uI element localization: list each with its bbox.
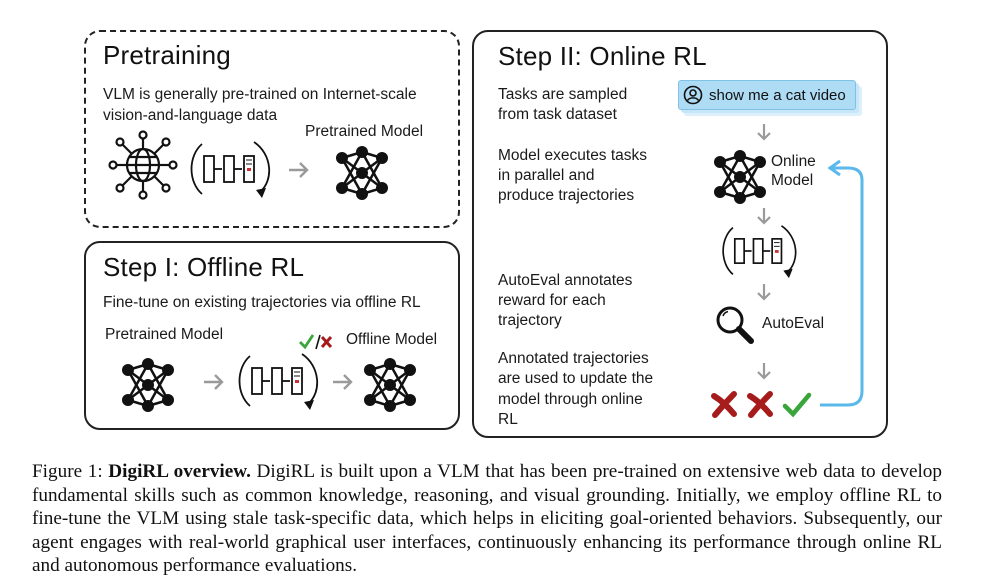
neural-network-icon xyxy=(714,150,766,204)
cross-icon xyxy=(711,391,737,418)
arrow-down-icon xyxy=(757,208,771,225)
eval-line1: AutoEval annotates xyxy=(498,272,633,289)
eval-line2: reward for each xyxy=(498,292,606,309)
task-chip: show me a cat video xyxy=(678,80,856,110)
arrow-right-icon xyxy=(289,162,309,178)
online-model-label-line1: Online xyxy=(771,153,816,170)
trajectory-icon xyxy=(238,353,319,410)
neural-network-icon xyxy=(336,146,388,200)
trajectory-icon xyxy=(190,141,271,198)
update-line2: are used to update the xyxy=(498,370,654,387)
update-line1: Annotated trajectories xyxy=(498,350,649,367)
task-sample-line2: from task dataset xyxy=(498,106,617,123)
neural-network-icon xyxy=(364,358,416,412)
offline-output-label: Offline Model xyxy=(346,331,438,348)
trajectory-icon xyxy=(722,225,797,279)
offline-rl-desc: Fine-tune on existing trajectories via o… xyxy=(103,294,421,311)
update-line4: RL xyxy=(498,411,518,428)
task-chip-text: show me a cat video xyxy=(709,86,846,104)
autoeval-label: AutoEval xyxy=(762,315,825,332)
offline-rl-title: Step I: Offline RL xyxy=(103,252,305,282)
online-rl-panel xyxy=(472,30,888,438)
magnifier-icon xyxy=(716,306,754,344)
arrow-right-icon xyxy=(204,374,224,390)
globe-icon xyxy=(108,130,178,200)
exec-line3: produce trajectories xyxy=(498,187,635,204)
pretrained-model-label: Pretrained Model xyxy=(305,123,424,140)
pretraining-panel xyxy=(84,30,460,228)
pretraining-desc-line1: VLM is generally pre-trained on Internet… xyxy=(103,86,417,103)
exec-line1: Model executes tasks xyxy=(498,147,648,164)
arrow-down-icon xyxy=(757,124,771,141)
pretraining-title: Pretraining xyxy=(103,40,231,70)
online-model-label-line2: Model xyxy=(771,172,814,189)
check-icon xyxy=(782,392,812,418)
online-rl-title: Step II: Online RL xyxy=(498,41,707,71)
neural-network-icon xyxy=(122,358,174,412)
check-cross-icon xyxy=(299,334,333,350)
update-line3: model through online xyxy=(498,391,643,408)
eval-line3: trajectory xyxy=(498,312,562,329)
loop-arrow-icon xyxy=(820,159,864,407)
pretraining-desc-line2: vision-and-language data xyxy=(103,107,278,124)
offline-rl-panel xyxy=(84,241,460,430)
task-sample-line1: Tasks are sampled xyxy=(498,86,628,103)
caption-body: DigiRL is built upon a VLM that has been… xyxy=(32,461,942,577)
user-icon xyxy=(683,85,703,105)
caption-prefix: Figure 1: xyxy=(32,461,109,482)
arrow-down-icon xyxy=(757,284,771,301)
arrow-down-icon xyxy=(757,363,771,380)
caption-bold: DigiRL overview. xyxy=(108,461,251,482)
arrow-right-icon xyxy=(333,374,353,390)
offline-input-label: Pretrained Model xyxy=(105,326,224,343)
cross-icon xyxy=(747,391,773,418)
exec-line2: in parallel and xyxy=(498,167,595,184)
figure-caption: Figure 1: DigiRL overview. DigiRL is bui… xyxy=(32,460,942,578)
